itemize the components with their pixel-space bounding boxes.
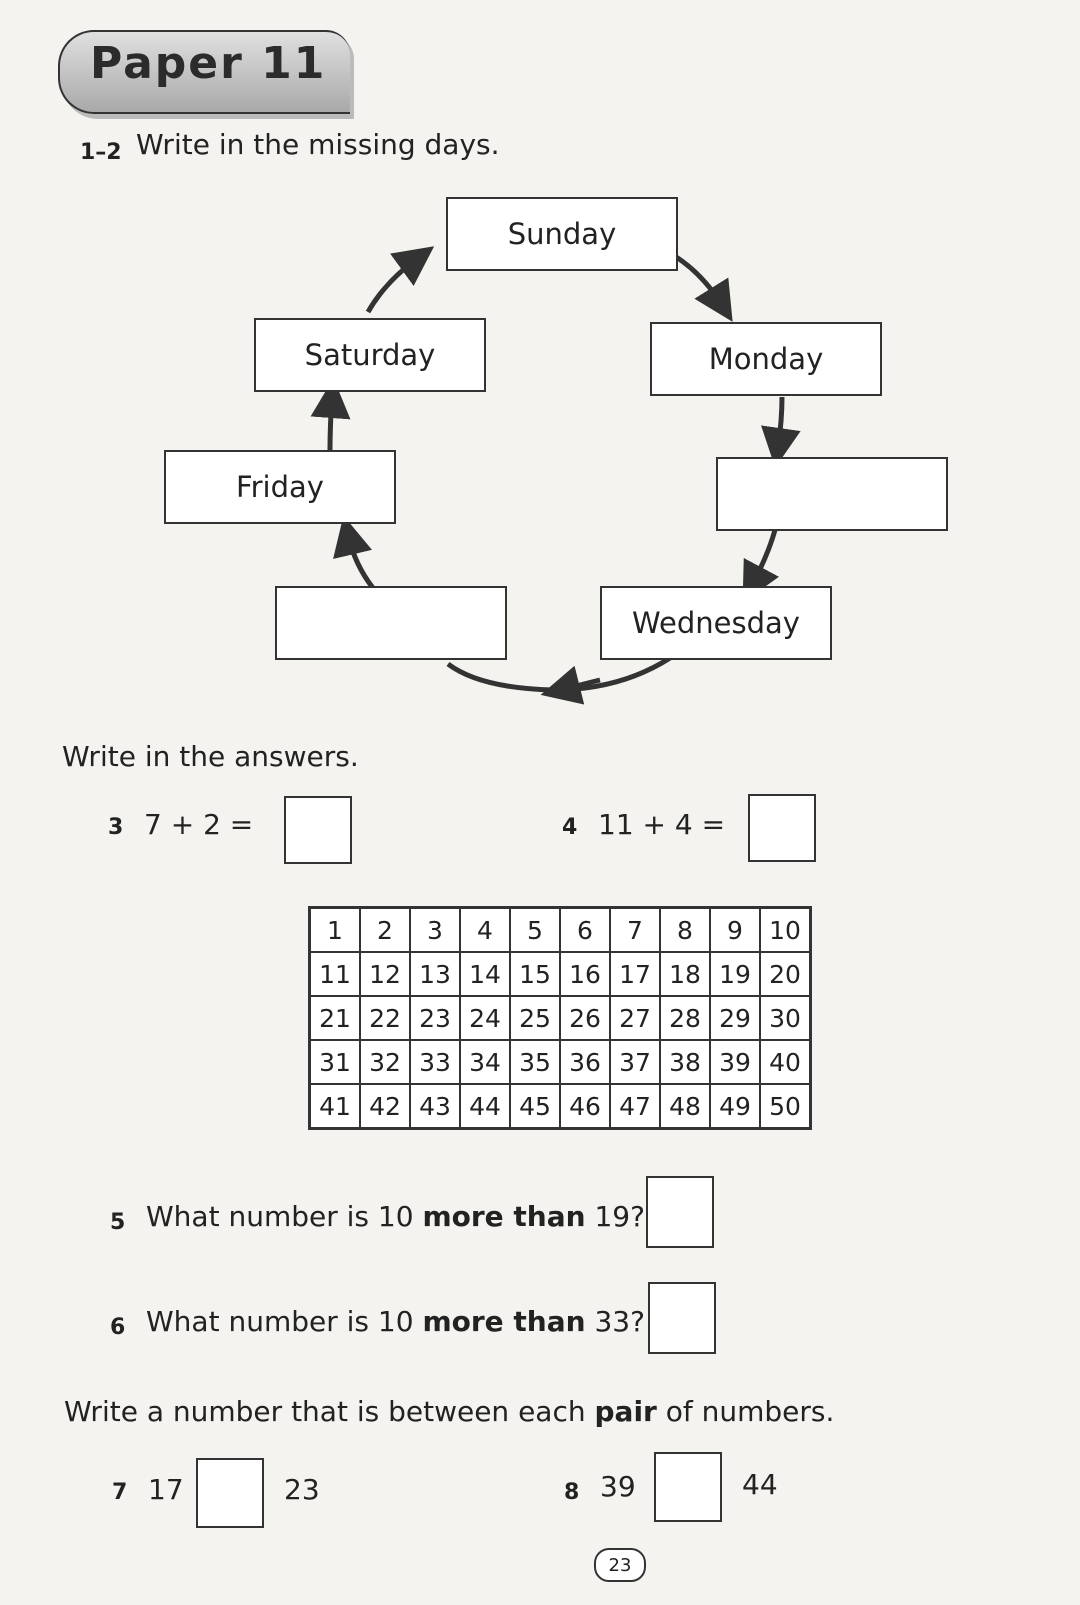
grid-cell: 14 <box>459 951 511 997</box>
question-3-expression: 7 + 2 = <box>144 808 254 841</box>
day-box-saturday: Saturday <box>254 318 486 392</box>
grid-cell: 16 <box>559 951 611 997</box>
grid-cell: 7 <box>609 906 661 953</box>
grid-cell: 13 <box>409 951 461 997</box>
answer-box-8[interactable] <box>654 1452 722 1522</box>
grid-cell: 2 <box>359 906 411 953</box>
answers-instruction: Write in the answers. <box>62 740 359 773</box>
question-8-left: 39 <box>600 1470 636 1503</box>
grid-cell: 32 <box>359 1039 411 1085</box>
question-8-right: 44 <box>742 1468 778 1501</box>
grid-cell: 31 <box>308 1039 361 1085</box>
grid-cell: 38 <box>659 1039 711 1085</box>
day-box-tuesday-blank[interactable] <box>716 457 948 531</box>
grid-cell: 50 <box>759 1083 812 1130</box>
question-number-3: 3 <box>108 815 124 840</box>
grid-cell: 29 <box>709 995 761 1041</box>
question-1-2-instruction: Write in the missing days. <box>136 128 500 161</box>
question-number-8: 8 <box>564 1480 580 1505</box>
paper-title: Paper 11 <box>90 38 327 89</box>
day-box-wednesday: Wednesday <box>600 586 832 660</box>
grid-cell: 27 <box>609 995 661 1041</box>
answer-box-5[interactable] <box>646 1176 714 1248</box>
answer-box-6[interactable] <box>648 1282 716 1354</box>
question-7-left: 17 <box>148 1473 184 1506</box>
arrow-saturday-sunday <box>365 246 435 314</box>
answer-box-3[interactable] <box>284 796 352 864</box>
grid-cell: 41 <box>308 1083 361 1130</box>
grid-cell: 10 <box>759 906 812 953</box>
grid-cell: 12 <box>359 951 411 997</box>
grid-cell: 25 <box>509 995 561 1041</box>
question-number-7: 7 <box>112 1480 128 1505</box>
day-box-thursday-blank[interactable] <box>275 586 507 660</box>
grid-cell: 24 <box>459 995 511 1041</box>
grid-cell: 35 <box>509 1039 561 1085</box>
arrow-wednesday-thursday-curve <box>446 655 672 693</box>
grid-cell: 36 <box>559 1039 611 1085</box>
grid-cell: 45 <box>509 1083 561 1130</box>
grid-cell: 40 <box>759 1039 812 1085</box>
grid-cell: 18 <box>659 951 711 997</box>
grid-cell: 19 <box>709 951 761 997</box>
grid-cell: 15 <box>509 951 561 997</box>
paper-title-tab <box>58 30 350 114</box>
page-number: 23 <box>594 1548 646 1582</box>
grid-cell: 49 <box>709 1083 761 1130</box>
grid-cell: 30 <box>759 995 812 1041</box>
arrow-friday-saturday <box>310 378 351 451</box>
question-number-4: 4 <box>562 815 578 840</box>
grid-cell: 11 <box>308 951 361 997</box>
grid-cell: 9 <box>709 906 761 953</box>
grid-cell: 37 <box>609 1039 661 1085</box>
grid-cell: 6 <box>559 906 611 953</box>
grid-cell: 20 <box>759 951 812 997</box>
grid-cell: 17 <box>609 951 661 997</box>
arrow-wednesday-thursday-head <box>540 665 601 705</box>
day-box-sunday: Sunday <box>446 197 678 271</box>
question-6-text: What number is 10 more than 33? <box>146 1305 645 1338</box>
arrow-thursday-friday <box>333 515 375 590</box>
answer-box-4[interactable] <box>748 794 816 862</box>
question-number-1-2: 1–2 <box>80 140 122 165</box>
day-box-monday: Monday <box>650 322 882 396</box>
question-7-right: 23 <box>284 1473 320 1506</box>
grid-cell: 3 <box>409 906 461 953</box>
grid-cell: 33 <box>409 1039 461 1085</box>
grid-cell: 42 <box>359 1083 411 1130</box>
arrow-monday-tuesday <box>761 396 801 468</box>
between-instruction: Write a number that is between each pair… <box>64 1395 835 1428</box>
grid-cell: 28 <box>659 995 711 1041</box>
grid-cell: 44 <box>459 1083 511 1130</box>
answer-box-7[interactable] <box>196 1458 264 1528</box>
grid-cell: 26 <box>559 995 611 1041</box>
grid-cell: 21 <box>308 995 361 1041</box>
grid-cell: 23 <box>409 995 461 1041</box>
grid-cell: 39 <box>709 1039 761 1085</box>
grid-cell: 47 <box>609 1083 661 1130</box>
question-4-expression: 11 + 4 = <box>598 808 726 841</box>
grid-cell: 1 <box>308 906 361 953</box>
arrow-tuesday-wednesday <box>742 529 780 603</box>
grid-cell: 5 <box>509 906 561 953</box>
grid-cell: 46 <box>559 1083 611 1130</box>
grid-cell: 34 <box>459 1039 511 1085</box>
days-cycle-arrows <box>310 246 801 705</box>
day-box-friday: Friday <box>164 450 396 524</box>
grid-cell: 4 <box>459 906 511 953</box>
grid-cell: 48 <box>659 1083 711 1130</box>
grid-cell: 22 <box>359 995 411 1041</box>
grid-cell: 8 <box>659 906 711 953</box>
grid-cell: 43 <box>409 1083 461 1130</box>
question-number-5: 5 <box>110 1210 126 1235</box>
question-5-text: What number is 10 more than 19? <box>146 1200 645 1233</box>
question-number-6: 6 <box>110 1315 126 1340</box>
